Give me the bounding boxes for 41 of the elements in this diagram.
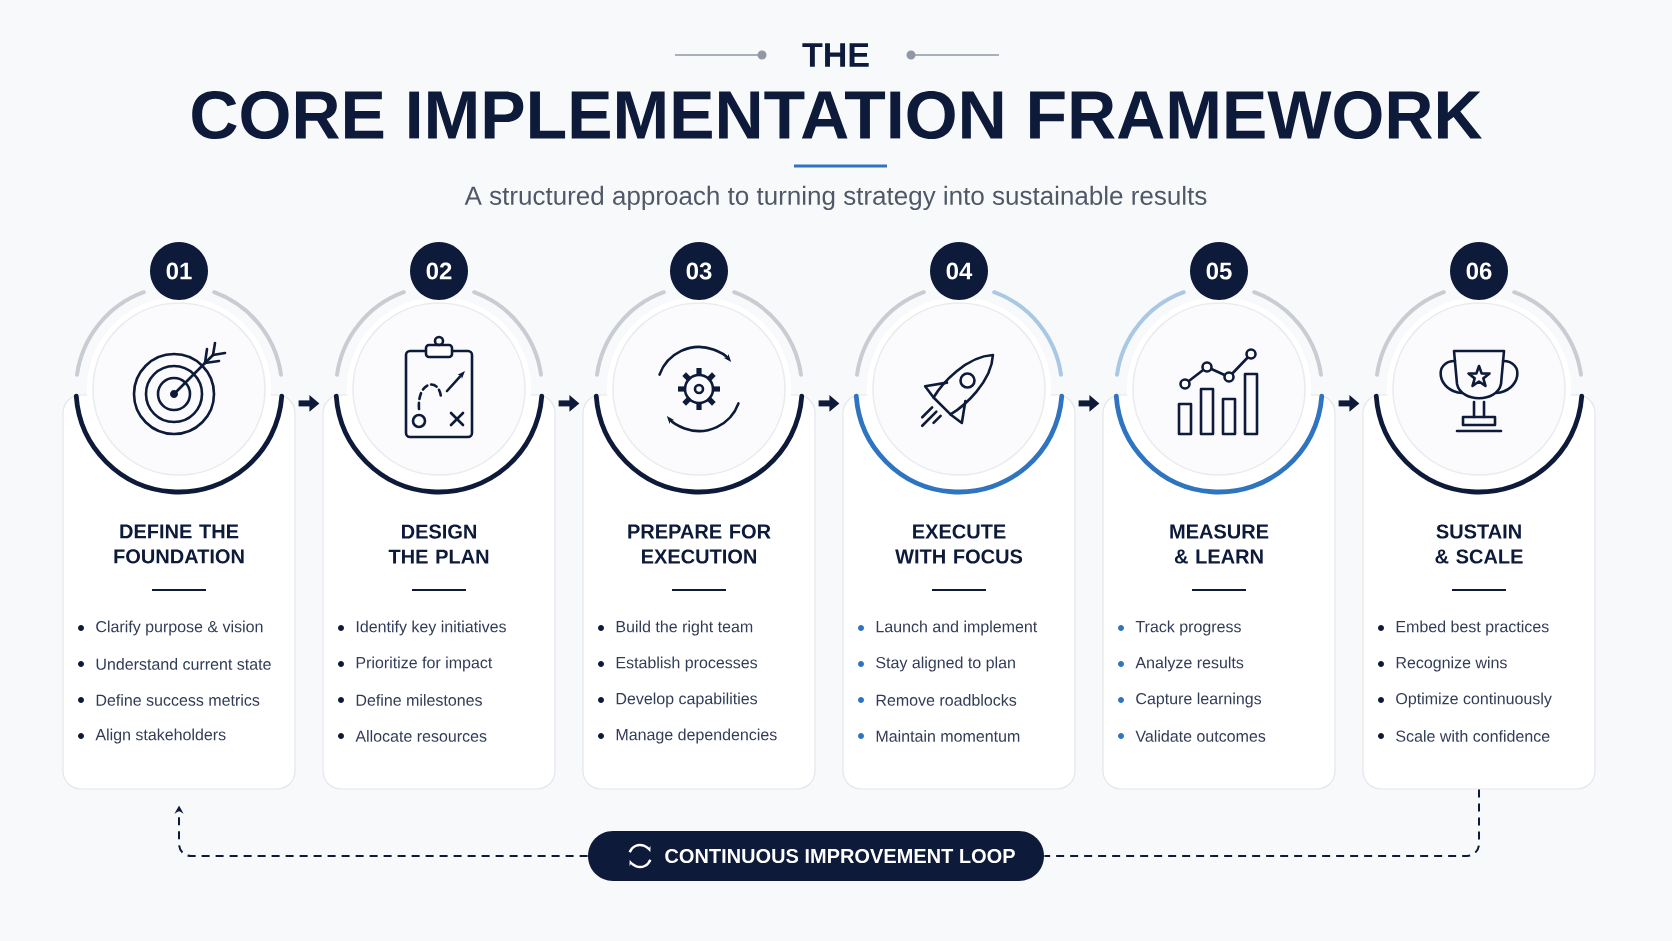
bullet-item: Prioritize for impact: [338, 656, 493, 672]
title: CORE IMPLEMENTATION FRAMEWORK: [192, 90, 1482, 140]
bullet-item: Optimize continuously: [1378, 692, 1552, 708]
bullet-item: Clarify purpose & vision: [78, 620, 263, 636]
bullet-item: Align stakeholders: [78, 728, 226, 744]
bullet-item: Define milestones: [338, 694, 482, 706]
bullet-item: Establish processes: [598, 656, 758, 672]
number-badge: 03: [670, 242, 728, 300]
bullet-item: Remove roadblocks: [858, 694, 1017, 706]
bullet-item: Capture learnings: [1118, 692, 1262, 708]
loop-connector: [1043, 788, 1480, 857]
step-title: PREPARE FOR EXECUTION: [628, 524, 771, 564]
heading-text: THE: [802, 43, 869, 67]
bullet-item: Allocate resources: [338, 730, 487, 742]
step-title: SUSTAIN & SCALE: [1435, 524, 1523, 564]
bullet-item: Embed best practices: [1378, 620, 1549, 636]
bullet-item: Manage dependencies: [598, 728, 777, 744]
bullet-item: Identify key initiatives: [338, 620, 506, 636]
bullet-item: Understand current state: [78, 658, 271, 670]
bullet-item: Track progress: [1118, 620, 1241, 636]
bullet-item: Maintain momentum: [858, 730, 1020, 742]
bullet-item: Develop capabilities: [598, 692, 758, 708]
bullet-item: Stay aligned to plan: [858, 656, 1015, 672]
step-title: MEASURE & LEARN: [1170, 524, 1269, 564]
bullet-item: Analyze results: [1118, 656, 1244, 672]
bullet-item: Recognize wins: [1378, 656, 1507, 672]
subtitle: A structured approach to turning strategy into sustainable results: [464, 185, 1207, 211]
step-title: DESIGN THE PLAN: [388, 524, 489, 564]
bullet-item: Launch and implement: [858, 620, 1038, 636]
bullet-item: Define success metrics: [78, 694, 260, 706]
number-badge: 02: [410, 242, 468, 300]
bullet-item: Scale with confidence: [1378, 730, 1550, 742]
bullet-item: Build the right team: [598, 620, 753, 636]
step-title: DEFINE THE FOUNDATION: [114, 524, 244, 564]
number-badge: 06: [1450, 242, 1508, 300]
number-badge: 01: [150, 242, 208, 300]
step-title: EXECUTE WITH FOCUS: [895, 524, 1023, 564]
loop-pill: CONTINUOUS IMPROVEMENT LOOP: [588, 831, 1044, 881]
number-badge: 05: [1190, 242, 1248, 300]
number-badge: 04: [930, 242, 988, 300]
bullet-item: Validate outcomes: [1118, 730, 1266, 742]
